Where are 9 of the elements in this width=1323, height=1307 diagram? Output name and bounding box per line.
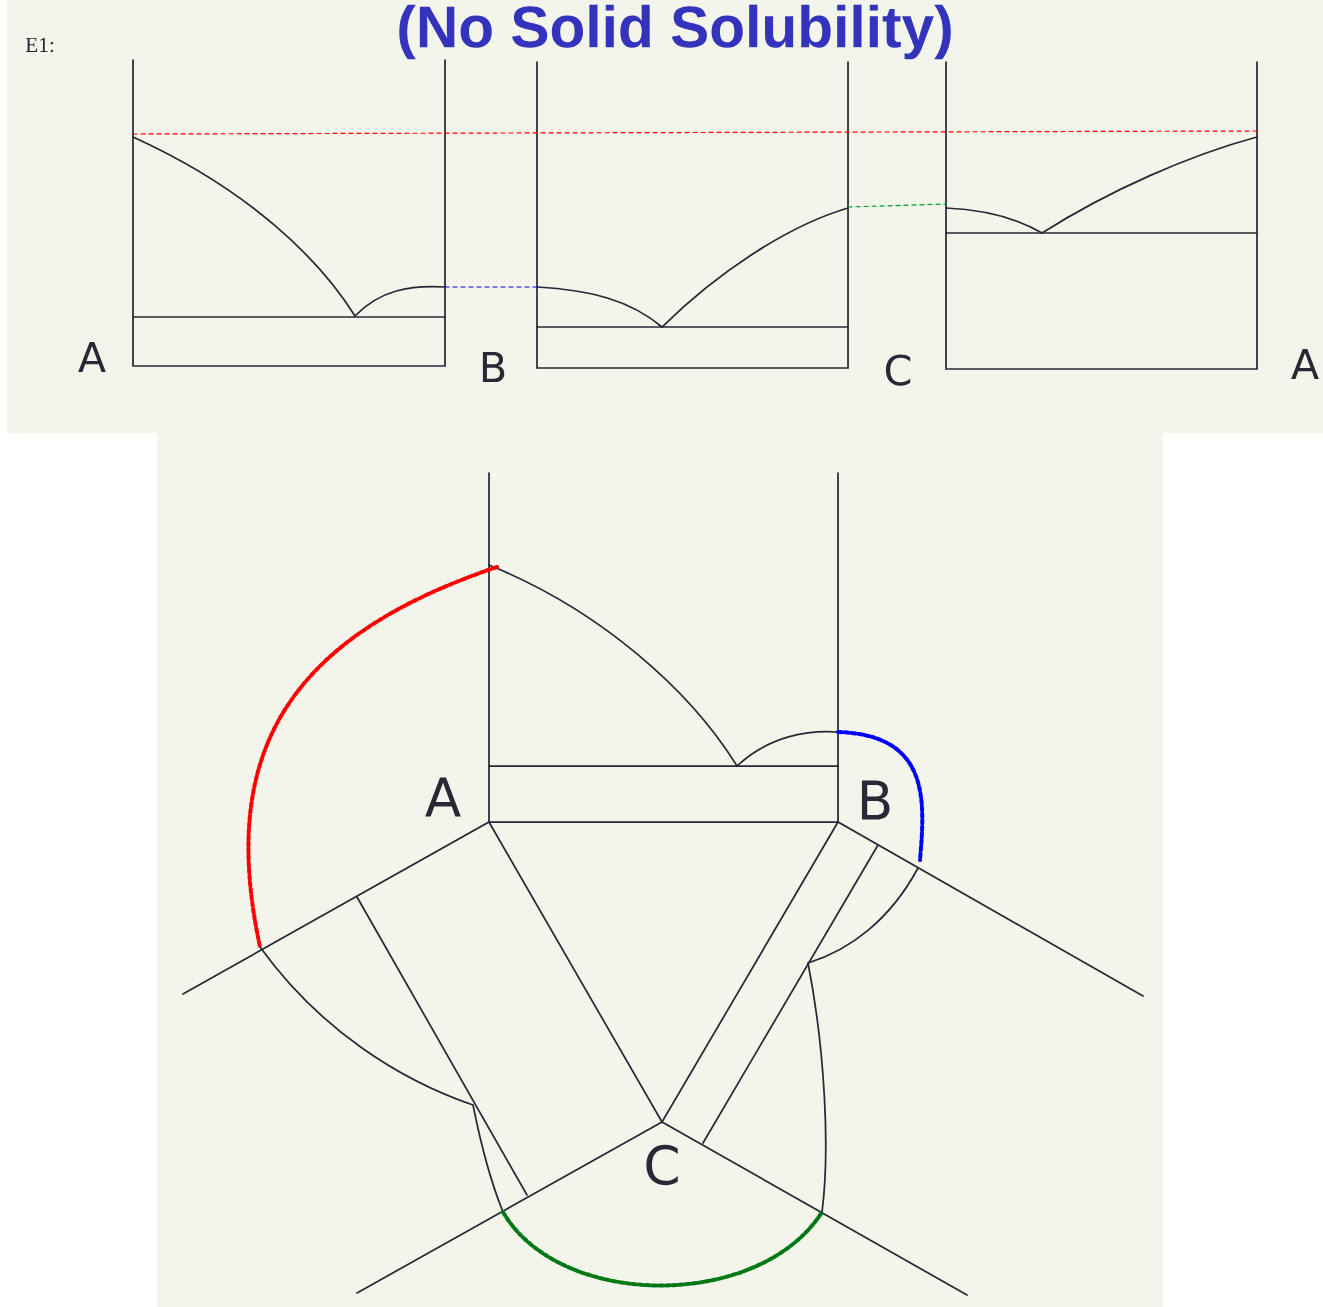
component-label: B — [861, 780, 890, 820]
component-label: B — [482, 351, 505, 383]
text-label: E1: — [25, 37, 54, 53]
component-label: A — [78, 341, 106, 373]
title: (No Solid Solubility) — [399, 4, 951, 60]
component-label: C — [885, 354, 911, 386]
component-label: C — [646, 1144, 678, 1186]
component-label: A — [425, 777, 461, 817]
component-label: A — [1291, 348, 1319, 380]
